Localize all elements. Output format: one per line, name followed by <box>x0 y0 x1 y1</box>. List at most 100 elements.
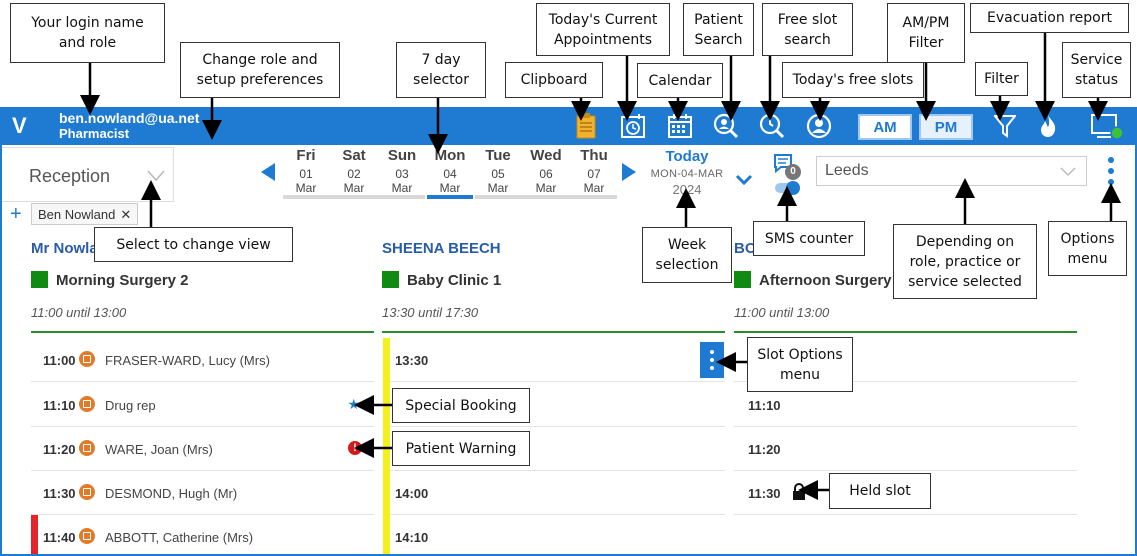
booked-appointment-icon <box>79 484 95 500</box>
appointment-slot[interactable]: 11:20 WARE, Joan (Mrs) ! <box>31 427 374 471</box>
free-slot[interactable]: 11:20 <box>734 427 1077 471</box>
pm-filter-button[interactable]: PM <box>919 114 973 140</box>
app-logo: V <box>12 113 27 138</box>
filter-icon[interactable] <box>991 112 1019 140</box>
service-status-monitor-icon[interactable] <box>1090 112 1126 140</box>
session-time: 11:00 until 13:00 <box>31 305 127 320</box>
free-slot-search-icon[interactable] <box>758 112 786 140</box>
day-date: 01 <box>299 167 313 181</box>
session-label: Afternoon Surgery <box>759 272 892 289</box>
callout-patient-warning: Patient Warning <box>392 431 530 466</box>
session-label: Baby Clinic 1 <box>407 272 502 289</box>
top-bar: V ben.nowland@ua.net Pharmacist <box>2 107 1135 145</box>
free-slot[interactable]: 14:10 <box>390 515 725 554</box>
day-month: Mar <box>343 181 365 195</box>
day-date: 04 <box>443 167 457 181</box>
day-date: 03 <box>395 167 409 181</box>
callout-change-role: Change role and setup preferences <box>180 42 340 98</box>
staff-tag[interactable]: Ben Nowland✕ <box>31 203 139 225</box>
appointment-slot[interactable]: 11:00 FRASER-WARD, Lucy (Mrs) <box>31 338 374 382</box>
change-role-chevron-icon[interactable] <box>205 117 221 133</box>
patient-search-icon[interactable] <box>712 112 740 140</box>
day-name: Thu <box>580 147 608 164</box>
callout-am-pm-filter: AM/PM Filter <box>887 3 965 63</box>
session-color-square <box>382 271 399 288</box>
sms-counter[interactable]: 0 <box>773 153 803 197</box>
day-date: 06 <box>539 167 553 181</box>
day-date: 07 <box>587 167 601 181</box>
evacuation-report-flame-icon[interactable] <box>1034 112 1062 140</box>
slot-time: 14:10 <box>395 530 429 545</box>
today-date: MON-04-MAR <box>650 168 724 180</box>
slot-time: 13:30 <box>395 353 429 368</box>
slot-time: 11:10 <box>748 398 781 413</box>
free-slot[interactable]: 11:10 <box>734 383 1077 427</box>
next-week-arrow-icon[interactable] <box>622 163 636 181</box>
slot-options-menu-button[interactable] <box>700 342 724 378</box>
clipboard-icon[interactable] <box>572 112 600 140</box>
appointments-app: V ben.nowland@ua.net Pharmacist <box>0 107 1137 556</box>
slot-time: 11:20 <box>43 442 76 457</box>
patient-name: DESMOND, Hugh (Mr) <box>105 486 238 501</box>
user-role: Pharmacist <box>59 126 130 141</box>
selected-day-bar <box>427 195 473 199</box>
callout-patient-search: Patient Search <box>683 3 754 56</box>
sms-chat-icon <box>774 154 792 174</box>
booked-appointment-icon <box>79 528 95 544</box>
calendar-icon[interactable] <box>666 112 694 140</box>
day-name: Wed <box>530 147 562 164</box>
todays-appointments-icon[interactable] <box>619 112 647 140</box>
sms-toggle[interactable] <box>775 181 800 195</box>
free-slot[interactable]: 13:30 <box>390 338 725 382</box>
callout-sms-counter: SMS counter <box>753 221 865 256</box>
callout-7-day-selector: 7 day selector <box>396 42 486 98</box>
week-bar <box>283 195 425 199</box>
day-month: Mar <box>391 181 413 195</box>
location-value: Leeds <box>825 162 869 179</box>
chevron-down-icon <box>1060 167 1076 177</box>
free-slot[interactable]: 14:00 <box>390 471 725 515</box>
location-select[interactable]: Leeds <box>816 156 1087 186</box>
previous-week-arrow-icon[interactable] <box>261 163 275 181</box>
day-name: Sun <box>387 147 417 164</box>
free-slot[interactable] <box>734 338 1077 382</box>
callout-free-slot-search: Free slot search <box>762 3 853 56</box>
appointment-slot[interactable]: 11:10 Drug rep ★ <box>31 383 374 427</box>
slot-time: 11:40 <box>43 530 76 545</box>
booked-appointment-icon <box>79 440 95 456</box>
slot-time: 11:10 <box>43 398 76 413</box>
view-select[interactable]: Reception <box>2 147 174 202</box>
session-color-square <box>31 271 48 288</box>
day-name: Sat <box>342 147 366 164</box>
add-tag-button[interactable]: + <box>10 203 22 225</box>
free-slot[interactable] <box>734 515 1077 554</box>
week-bar <box>475 195 617 199</box>
slot-time: 11:00 <box>43 353 76 368</box>
am-filter-button[interactable]: AM <box>858 114 912 140</box>
today-button[interactable]: Today MON-04-MAR 2024 <box>644 148 730 198</box>
patient-name: FRASER-WARD, Lucy (Mrs) <box>105 353 270 368</box>
free-slot[interactable] <box>390 427 725 471</box>
appointment-slot[interactable]: 11:30 DESMOND, Hugh (Mr) <box>31 471 374 515</box>
today-year: 2024 <box>672 182 702 197</box>
week-selection-chevron-icon[interactable] <box>735 174 753 186</box>
callout-todays-free-slots: Today's free slots <box>782 62 924 98</box>
free-slot[interactable] <box>390 383 725 427</box>
today-label: Today <box>665 148 709 165</box>
callout-select-to-change-view: Select to change view <box>94 227 293 262</box>
patient-name: ABBOTT, Catherine (Mrs) <box>105 530 254 545</box>
patient-name: Drug rep <box>105 398 156 413</box>
appointment-slot[interactable]: 11:40 ABBOTT, Catherine (Mrs) <box>31 515 374 554</box>
remove-tag-icon[interactable]: ✕ <box>120 207 132 222</box>
todays-free-slots-icon[interactable] <box>805 112 833 140</box>
view-select-value: Reception <box>29 166 111 186</box>
options-menu-icon[interactable] <box>1104 157 1118 191</box>
callout-held-slot: Held slot <box>829 473 931 509</box>
